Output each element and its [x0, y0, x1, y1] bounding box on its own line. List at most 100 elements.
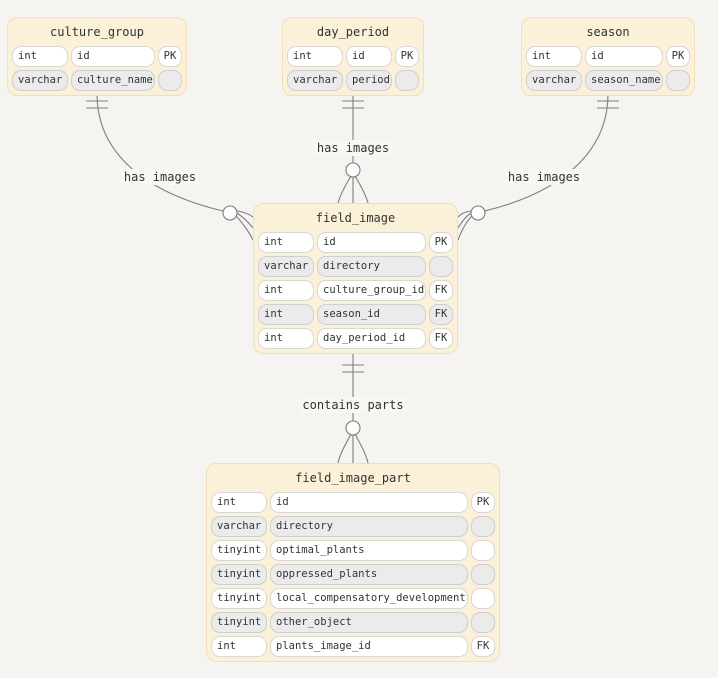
attribute-type-cell: int — [211, 636, 267, 657]
attribute-type-cell: tinyint — [211, 540, 267, 561]
attribute-name-cell: day_period_id — [317, 328, 426, 349]
attribute-key-cell: FK — [471, 636, 495, 657]
relationship-label: has images — [504, 169, 584, 185]
zero-marker-circle — [345, 420, 361, 436]
attribute-key-cell: PK — [395, 46, 419, 67]
crow-foot-prong — [236, 210, 254, 218]
attribute-name-cell: id — [585, 46, 663, 67]
attribute-name-cell: culture_name — [71, 70, 155, 91]
attribute-type-cell: varchar — [526, 70, 582, 91]
attribute-name-cell: oppressed_plants — [270, 564, 468, 585]
attribute-name-cell: season_name — [585, 70, 663, 91]
attribute-key-cell — [471, 588, 495, 609]
attribute-key-cell: PK — [429, 232, 453, 253]
entity-title: season — [586, 25, 630, 39]
attribute-key-cell — [471, 516, 495, 537]
attribute-name-cell: other_object — [270, 612, 468, 633]
attribute-type-cell: int — [258, 280, 314, 301]
attribute-type-cell: varchar — [287, 70, 343, 91]
attribute-key-cell: FK — [429, 328, 453, 349]
attribute-name-cell: directory — [317, 256, 426, 277]
relationship-culture_group-field_image — [86, 93, 254, 241]
zero-marker-circle — [345, 162, 361, 178]
zero-marker-circle — [470, 205, 486, 221]
attribute-name-cell: local_compensatory_development — [270, 588, 468, 609]
attribute-type-cell: int — [258, 232, 314, 253]
crow-foot-prong — [337, 433, 352, 464]
attribute-name-cell: plants_image_id — [270, 636, 468, 657]
attribute-key-cell: FK — [429, 280, 453, 301]
crow-foot-prong — [457, 210, 472, 218]
attribute-type-cell: int — [526, 46, 582, 67]
entity-title: day_period — [316, 25, 390, 39]
attribute-name-cell: season_id — [317, 304, 426, 325]
crow-foot-prong — [236, 212, 254, 229]
attribute-key-cell — [471, 612, 495, 633]
attribute-name-cell: optimal_plants — [270, 540, 468, 561]
attribute-type-cell: tinyint — [211, 588, 267, 609]
attribute-name-cell: directory — [270, 516, 468, 537]
attribute-key-cell — [471, 540, 495, 561]
attribute-type-cell: varchar — [211, 516, 267, 537]
attribute-type-cell: int — [287, 46, 343, 67]
crow-foot-prong — [457, 212, 472, 229]
zero-marker-circle — [222, 205, 238, 221]
attribute-type-cell: int — [12, 46, 68, 67]
attribute-key-cell — [471, 564, 495, 585]
attribute-key-cell — [666, 70, 690, 91]
attribute-key-cell: FK — [429, 304, 453, 325]
relationship-label: has images — [120, 169, 200, 185]
attribute-name-cell: id — [317, 232, 426, 253]
crow-foot-prong — [457, 215, 473, 241]
entity-title: field_image — [315, 211, 396, 225]
relationship-season-field_image — [457, 93, 619, 241]
attribute-type-cell: varchar — [12, 70, 68, 91]
attribute-key-cell — [158, 70, 182, 91]
entity-title: culture_group — [50, 25, 144, 39]
attribute-key-cell — [395, 70, 419, 91]
crow-foot-prong — [354, 175, 369, 204]
relationship-line — [484, 93, 609, 212]
crow-foot-prong — [337, 175, 352, 204]
attribute-key-cell: PK — [471, 492, 495, 513]
attribute-type-cell: int — [258, 328, 314, 349]
attribute-name-cell: id — [71, 46, 155, 67]
attribute-key-cell — [429, 256, 453, 277]
attribute-type-cell: int — [211, 492, 267, 513]
attribute-key-cell: PK — [666, 46, 690, 67]
crow-foot-prong — [354, 433, 369, 464]
attribute-type-cell: int — [258, 304, 314, 325]
attribute-name-cell: period — [346, 70, 392, 91]
crow-foot-prong — [235, 215, 254, 241]
relationship-label: contains parts — [299, 397, 407, 413]
attribute-name-cell: id — [346, 46, 392, 67]
attribute-name-cell: id — [270, 492, 468, 513]
relationship-label: has images — [313, 140, 393, 156]
attribute-key-cell: PK — [158, 46, 182, 67]
attribute-name-cell: culture_group_id — [317, 280, 426, 301]
attribute-type-cell: tinyint — [211, 564, 267, 585]
relationship-line — [96, 93, 224, 212]
